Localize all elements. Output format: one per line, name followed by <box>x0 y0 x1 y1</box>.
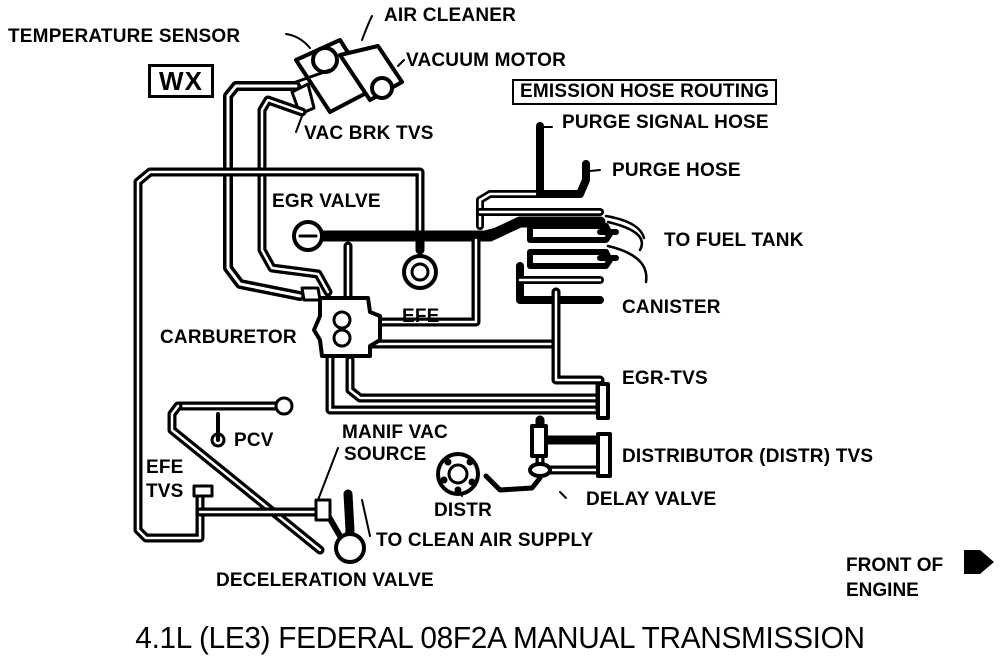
label-canister: CANISTER <box>622 297 721 318</box>
label-purge-signal-hose: PURGE SIGNAL HOSE <box>562 112 769 133</box>
distributor-tvs <box>528 424 612 478</box>
label-vac-brk-tvs: VAC BRK TVS <box>304 123 434 144</box>
hose-network <box>133 81 648 555</box>
front-of-engine-line1: FRONT OF <box>846 555 944 576</box>
label-distr: DISTR <box>434 500 492 521</box>
front-of-engine: FRONT OF ENGINE <box>846 553 943 603</box>
label-manif-vac-line2: SOURCE <box>344 444 427 465</box>
label-egr-tvs: EGR-TVS <box>622 368 708 389</box>
label-vacuum-motor: VACUUM MOTOR <box>406 50 567 71</box>
egr-valve <box>292 220 324 252</box>
front-of-engine-line2: ENGINE <box>846 580 919 601</box>
label-carburetor: CARBURETOR <box>160 327 297 348</box>
label-efe-tvs-line2: TVS <box>146 481 184 502</box>
front-arrow-icon <box>964 550 994 574</box>
label-deceleration-valve: DECELERATION VALVE <box>216 570 434 591</box>
carburetor <box>300 286 382 358</box>
label-delay-valve: DELAY VALVE <box>586 489 717 510</box>
label-distributor-tvs: DISTRIBUTOR (DISTR) TVS <box>622 446 874 467</box>
label-to-clean-air-supply: TO CLEAN AIR SUPPLY <box>376 530 594 551</box>
label-air-cleaner: AIR CLEANER <box>384 5 517 26</box>
label-efe: EFE <box>402 306 440 327</box>
distributor <box>436 452 480 496</box>
label-emission-hose-routing: EMISSION HOSE ROUTING <box>512 79 778 105</box>
efe-actuator <box>402 234 438 290</box>
label-egr-valve: EGR VALVE <box>272 191 381 212</box>
diagram-caption: 4.1L (LE3) FEDERAL 08F2A MANUAL TRANSMIS… <box>135 620 865 655</box>
egr-tvs <box>596 382 610 420</box>
label-efe-tvs-line1: EFE <box>146 457 184 478</box>
efe-tvs <box>192 484 214 498</box>
pcv-valve <box>210 396 294 448</box>
deceleration-valve <box>314 498 366 564</box>
air-cleaner-assembly <box>290 38 404 116</box>
label-purge-hose: PURGE HOSE <box>612 160 741 181</box>
label-to-fuel-tank: TO FUEL TANK <box>664 230 804 251</box>
label-manif-vac-line1: MANIF VAC <box>342 422 448 443</box>
label-pcv: PCV <box>234 430 274 451</box>
model-code-box: WX <box>148 64 214 98</box>
label-temperature-sensor: TEMPERATURE SENSOR <box>8 26 241 47</box>
